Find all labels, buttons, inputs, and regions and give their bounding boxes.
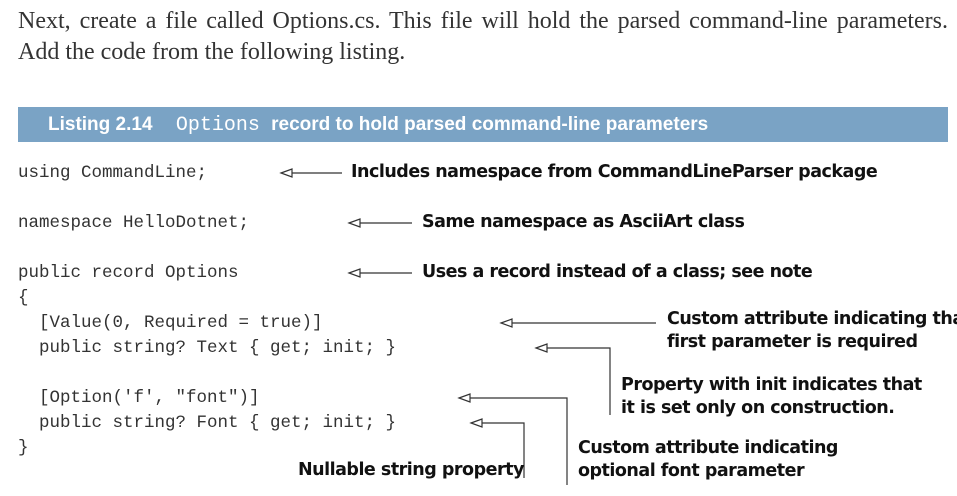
code-line-record: public record Options — [18, 263, 239, 283]
annotation-custom-attribute-font: Custom attribute indicating optional fon… — [578, 437, 838, 483]
annotation-custom-attribute-required: Custom attribute indicating that first p… — [667, 308, 957, 354]
annotation-line: optional font parameter — [578, 461, 805, 481]
listing-title-bar: Listing 2.14 Options record to hold pars… — [18, 107, 948, 142]
annotation-line: first parameter is required — [667, 332, 918, 352]
annotation-same-namespace: Same namespace as AsciiArt class — [422, 212, 745, 232]
code-line-open-brace: { — [18, 288, 29, 308]
arrow-head-a6 — [457, 393, 471, 403]
annotation-property-init: Property with init indicates that it is … — [621, 374, 922, 420]
annotation-includes-namespace: Includes namespace from CommandLineParse… — [351, 162, 878, 182]
code-line-using: using CommandLine; — [18, 163, 208, 183]
annotation-line: Custom attribute indicating that — [667, 309, 957, 329]
code-line-namespace: namespace HelloDotnet; — [18, 213, 250, 233]
annotation-line: it is set only on construction. — [621, 398, 895, 418]
code-line-close-brace: } — [18, 438, 29, 458]
arrow-head-a4 — [499, 318, 513, 328]
listing-number: Listing 2.14 — [48, 114, 153, 135]
code-line-option-attribute: [Option('f', "font")] — [18, 388, 260, 408]
arrow-head-a2 — [347, 218, 361, 228]
intro-paragraph: Next, create a file called Options.cs. T… — [18, 8, 948, 65]
code-line-text-property: public string? Text { get; init; } — [18, 338, 397, 358]
arrow-head-a3 — [347, 268, 361, 278]
arrow-head-a5 — [534, 343, 548, 353]
arrow-line-a7 — [480, 422, 525, 478]
annotation-line: Custom attribute indicating — [578, 438, 838, 458]
annotation-uses-record: Uses a record instead of a class; see no… — [422, 262, 813, 282]
arrow-line-a5 — [545, 347, 611, 415]
code-line-value-attribute: [Value(0, Required = true)] — [18, 313, 323, 333]
arrow-head-a1 — [279, 168, 293, 178]
annotation-nullable-string: Nullable string property — [298, 460, 524, 480]
arrow-line-a6 — [468, 397, 568, 485]
listing-code-title: Options — [175, 114, 260, 137]
code-line-font-property: public string? Font { get; init; } — [18, 413, 397, 433]
listing-title: record to hold parsed command-line param… — [271, 114, 709, 135]
annotation-line: Property with init indicates that — [621, 375, 922, 395]
arrow-head-a7 — [469, 418, 483, 428]
